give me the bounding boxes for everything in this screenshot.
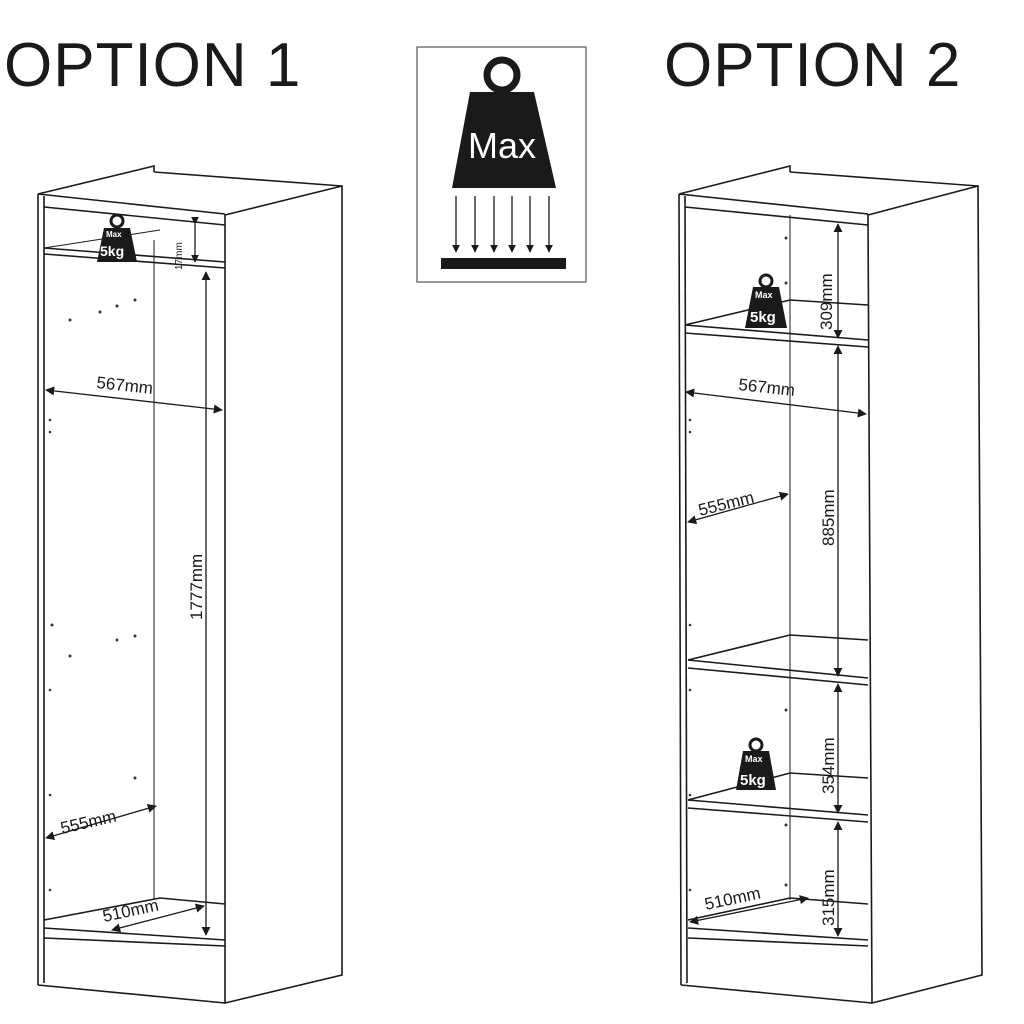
- option-1-depth-mid-label: 555mm: [59, 807, 119, 838]
- option-2-gap-lower-label: 354mm: [819, 737, 838, 794]
- option-2-gap-mid-label: 885mm: [819, 489, 838, 546]
- weight-ring-icon: [483, 56, 521, 94]
- option-2-weight2-kg-label: 5kg: [740, 772, 766, 789]
- option-1-weight-icon: Max 5kg: [97, 213, 137, 262]
- legend-max-label: Max: [468, 125, 536, 166]
- option-2-weight1-max-label: Max: [755, 290, 773, 300]
- option-1-title: OPTION 1: [4, 31, 302, 100]
- option-1-weight-kg-label: 5kg: [100, 243, 124, 259]
- option-1-top-gap-label: 17mm: [174, 242, 185, 270]
- option-2-gap-top-label: 309mm: [817, 273, 836, 330]
- option-2-width-label: 567mm: [738, 375, 796, 400]
- option-1-weight-max-label: Max: [106, 230, 122, 239]
- option-2-weight1-kg-label: 5kg: [750, 309, 776, 326]
- load-arrows: [452, 196, 553, 253]
- option-2-weight-icon-top: Max 5kg: [745, 273, 787, 328]
- weight-icon: [452, 92, 556, 188]
- option-1-height-label: 1777mm: [187, 554, 206, 620]
- option-1-width-label: 567mm: [96, 373, 154, 398]
- option-2-gap-bottom-label: 315mm: [819, 869, 838, 926]
- option-2-title: OPTION 2: [664, 31, 962, 100]
- option-2-depth-mid-label: 555mm: [696, 488, 756, 520]
- option-2-wardrobe: 567mm 555mm 510mm 309mm 885mm 354mm 315m…: [678, 164, 983, 1005]
- option-2-weight-icon-lower: Max 5kg: [736, 737, 776, 790]
- option-1-depth-bottom-label: 510mm: [101, 896, 160, 926]
- load-surface: [441, 258, 566, 269]
- option-1-wardrobe: 17mm 567mm 1777mm 555mm 510mm Max 5kg: [37, 164, 343, 1005]
- max-load-legend: Max: [416, 46, 587, 283]
- option-2-weight2-max-label: Max: [745, 754, 763, 764]
